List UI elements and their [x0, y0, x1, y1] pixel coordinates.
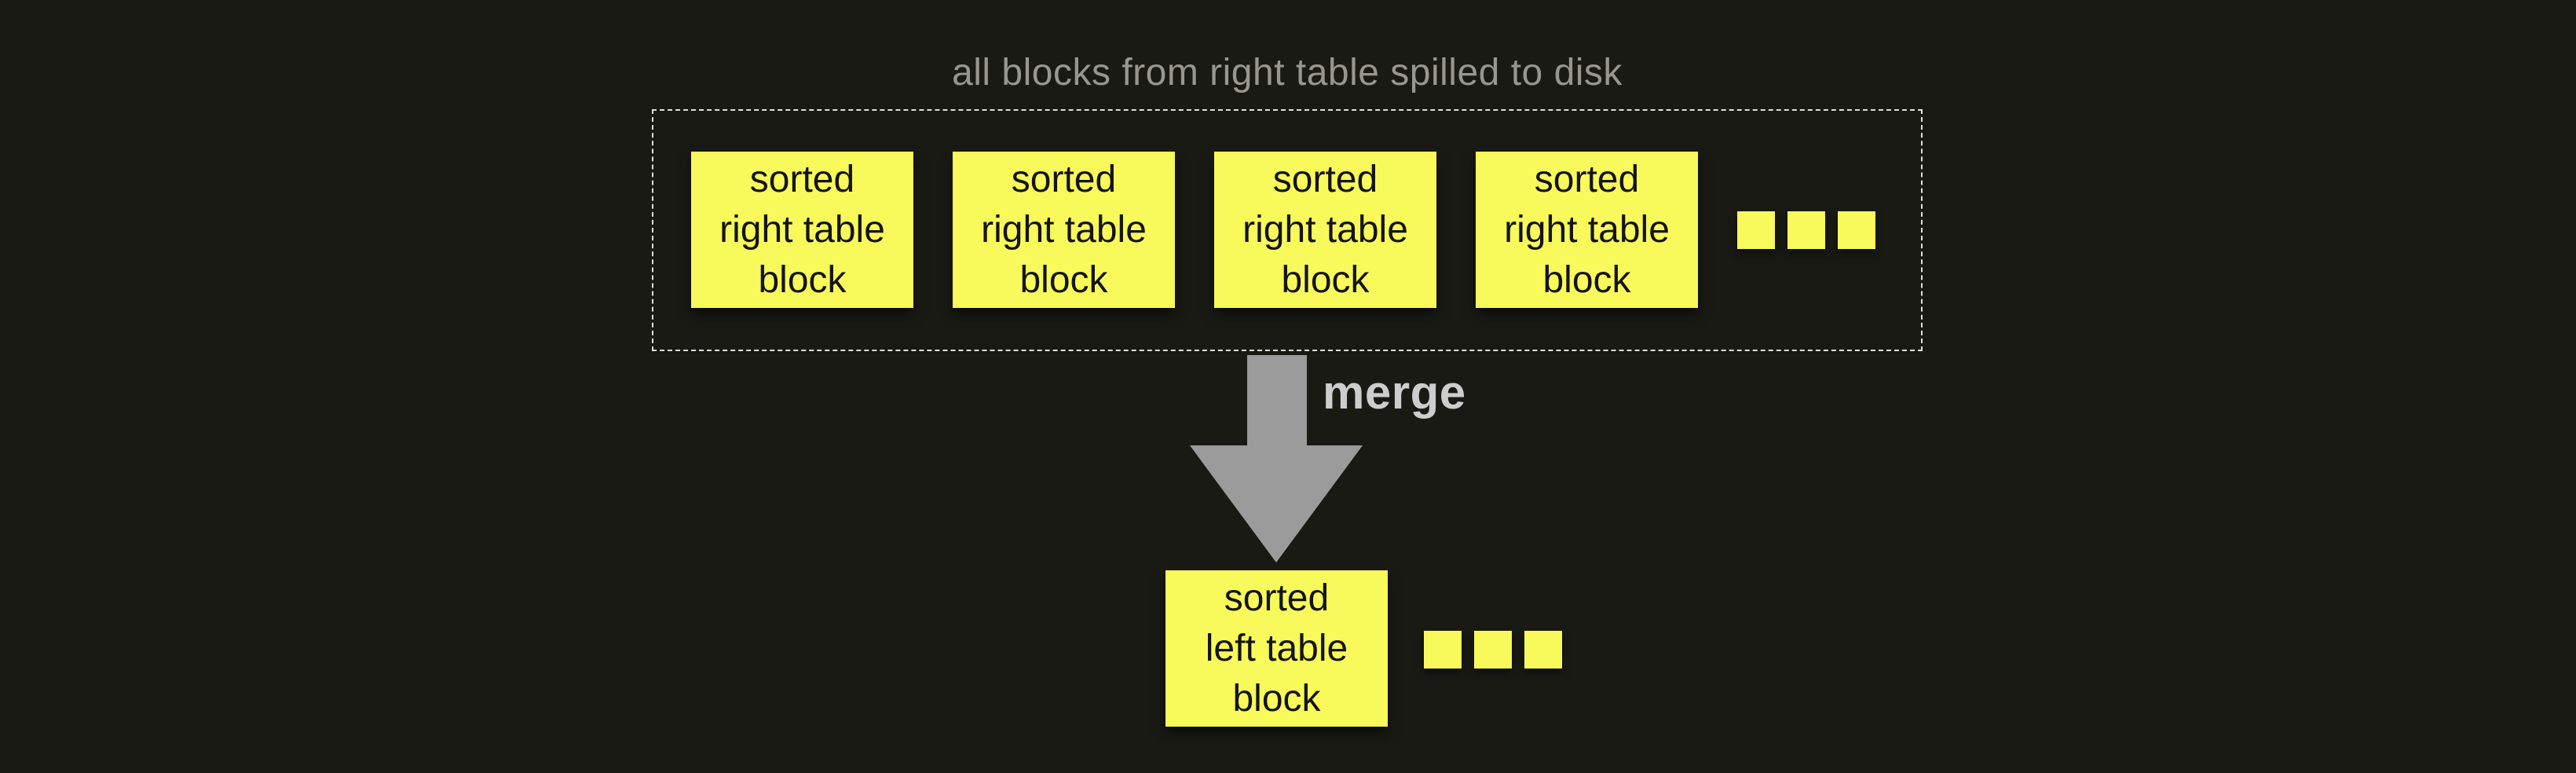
ellipsis-square	[1838, 211, 1875, 249]
spilled-blocks-container: sorted right table block sorted right ta…	[652, 109, 1923, 351]
spill-group-caption: all blocks from right table spilled to d…	[952, 52, 1623, 93]
merge-label: merge	[1323, 366, 1466, 419]
ellipsis-square	[1524, 631, 1562, 669]
ellipsis-square	[1787, 211, 1825, 249]
spill-ellipsis-squares	[1737, 211, 1875, 249]
ellipsis-square	[1474, 631, 1512, 669]
ellipsis-square	[1424, 631, 1462, 669]
sorted-right-table-block-2: sorted right table block	[953, 152, 1175, 308]
merge-arrow-shaft	[1247, 355, 1307, 448]
sorted-left-table-block: sorted left table block	[1165, 570, 1388, 727]
spilled-blocks-row: sorted right table block sorted right ta…	[691, 152, 1875, 308]
result-ellipsis-squares	[1424, 631, 1562, 669]
sorted-right-table-block-1: sorted right table block	[691, 152, 913, 308]
merge-arrow-down-icon	[1190, 445, 1363, 562]
sorted-right-table-block-4: sorted right table block	[1476, 152, 1698, 308]
sorted-right-table-block-3: sorted right table block	[1214, 152, 1436, 308]
ellipsis-square	[1737, 211, 1775, 249]
